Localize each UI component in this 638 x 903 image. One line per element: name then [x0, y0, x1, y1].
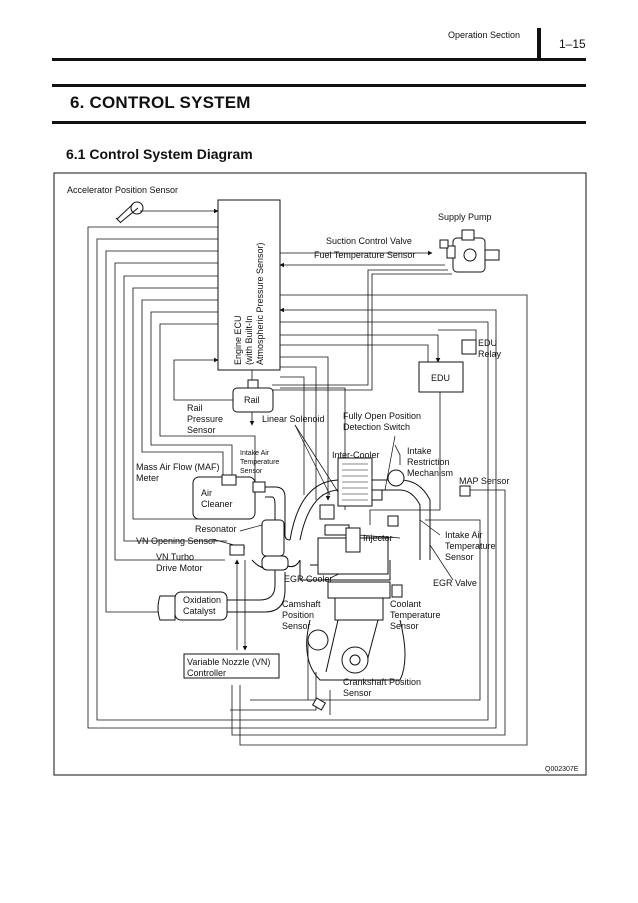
header-rule — [52, 58, 586, 61]
label-maf-1: Mass Air Flow (MAF) — [136, 462, 220, 472]
label-air-cleaner-2: Cleaner — [201, 499, 233, 509]
label-vn-turbo-1: VN Turbo — [156, 552, 194, 562]
section-title: 6.1 Control System Diagram — [66, 146, 253, 162]
label-rail: Rail — [244, 395, 260, 405]
label-ecu-2: (with Built-In — [244, 315, 254, 365]
label-ecu-1: Engine ECU — [233, 315, 243, 365]
label-crankshaft-2: Sensor — [343, 688, 372, 698]
label-injector: Injector — [363, 533, 393, 543]
label-intake-air-temp-1-2: Temperature — [240, 459, 279, 466]
label-intake-restriction-3: Mechanism — [407, 468, 453, 478]
label-camshaft-1: Camshaft — [282, 599, 321, 609]
label-oxidation-1: Oxidation — [183, 595, 221, 605]
label-inter-cooler: Inter-Cooler — [332, 450, 380, 460]
label-fuel-temp-sensor: Fuel Temperature Sensor — [314, 250, 415, 260]
label-edu-relay-2: Relay — [478, 349, 502, 359]
label-intake-air-temp-2-3: Sensor — [445, 552, 474, 562]
label-camshaft-3: Sensor — [282, 621, 311, 631]
diagram-frame — [53, 172, 587, 776]
label-vn-controller-1: Variable Nozzle (VN) — [187, 657, 270, 667]
label-linear-solenoid: Linear Solenoid — [262, 414, 325, 424]
label-edu: EDU — [431, 373, 450, 383]
label-intake-restriction-2: Restriction — [407, 457, 450, 467]
label-coolant-2: Temperature — [390, 610, 441, 620]
label-intake-air-temp-2-1: Intake Air — [445, 530, 483, 540]
vn-controller-box — [183, 653, 280, 679]
label-maf-2: Meter — [136, 473, 159, 483]
engine-ecu-box — [217, 199, 281, 371]
label-vn-controller-2: Controller — [187, 668, 226, 678]
label-suction-control-valve: Suction Control Valve — [326, 236, 412, 246]
label-resonator: Resonator — [195, 524, 237, 534]
running-header-section: Operation Section — [448, 30, 521, 40]
label-intake-air-temp-2-2: Temperature — [445, 541, 496, 551]
label-map-sensor: MAP Sensor — [459, 476, 509, 486]
label-crankshaft-1: Crankshaft Position — [343, 677, 421, 687]
label-fully-open-2: Detection Switch — [343, 422, 410, 432]
label-supply-pump: Supply Pump — [438, 212, 492, 222]
label-ecu-3: Atmospheric Pressure Sensor) — [255, 242, 265, 365]
edu-relay-box — [461, 339, 477, 355]
edu-box — [418, 361, 464, 393]
label-intake-air-temp-1-1: Intake Air — [240, 450, 270, 457]
label-camshaft-2: Position — [282, 610, 314, 620]
page-number: 1–15 — [559, 37, 586, 51]
label-edu-relay-1: EDU — [478, 338, 497, 348]
label-rail-sensor-1: Rail — [187, 403, 203, 413]
label-accelerator-sensor: Accelerator Position Sensor — [67, 185, 178, 195]
label-vn-opening: VN Opening Sensor — [136, 536, 216, 546]
label-oxidation-2: Catalyst — [183, 606, 216, 616]
supply-pump-icon — [439, 229, 500, 273]
label-intake-restriction-1: Intake — [407, 446, 432, 456]
label-vn-turbo-2: Drive Motor — [156, 563, 203, 573]
label-rail-sensor-2: Pressure — [187, 414, 223, 424]
label-coolant-3: Sensor — [390, 621, 419, 631]
chapter-title: 6. CONTROL SYSTEM — [70, 93, 251, 112]
chapter-rule-bottom — [52, 121, 586, 124]
chapter-rule-top — [52, 84, 586, 87]
label-egr-cooler: EGR Cooler — [284, 574, 333, 584]
label-fully-open-1: Fully Open Position — [343, 411, 421, 421]
label-egr-valve: EGR Valve — [433, 578, 477, 588]
label-rail-sensor-3: Sensor — [187, 425, 216, 435]
accelerator-pedal-icon — [115, 201, 144, 224]
label-coolant-1: Coolant — [390, 599, 422, 609]
header-bar — [537, 28, 541, 58]
label-intake-air-temp-1-3: Sensor — [240, 468, 263, 475]
wiring-lines — [87, 208, 528, 746]
figure-id: Q002307E — [545, 766, 579, 773]
intake-piping — [157, 457, 471, 711]
label-air-cleaner-1: Air — [201, 488, 212, 498]
